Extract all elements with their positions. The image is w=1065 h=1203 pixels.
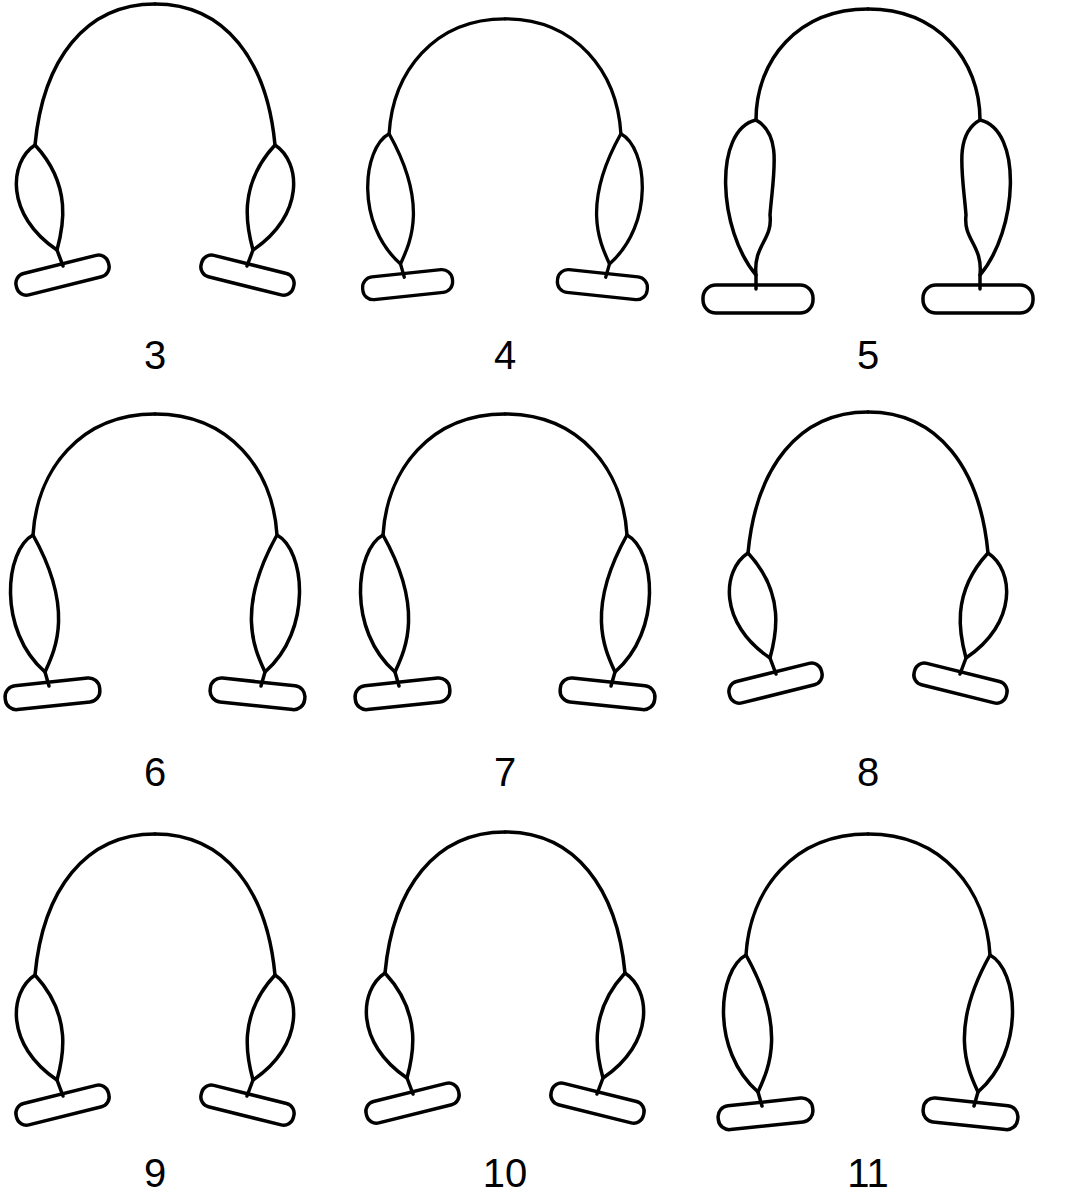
figure-number: 7 <box>494 752 516 792</box>
figure-number: 3 <box>144 335 166 375</box>
figure-number: 9 <box>144 1153 166 1193</box>
figure-number: 11 <box>847 1153 889 1193</box>
figure-number: 4 <box>494 335 516 375</box>
figure-number: 8 <box>857 752 879 792</box>
figure-number: 6 <box>144 752 166 792</box>
figure-number: 10 <box>483 1153 528 1193</box>
figure-number: 5 <box>857 335 879 375</box>
